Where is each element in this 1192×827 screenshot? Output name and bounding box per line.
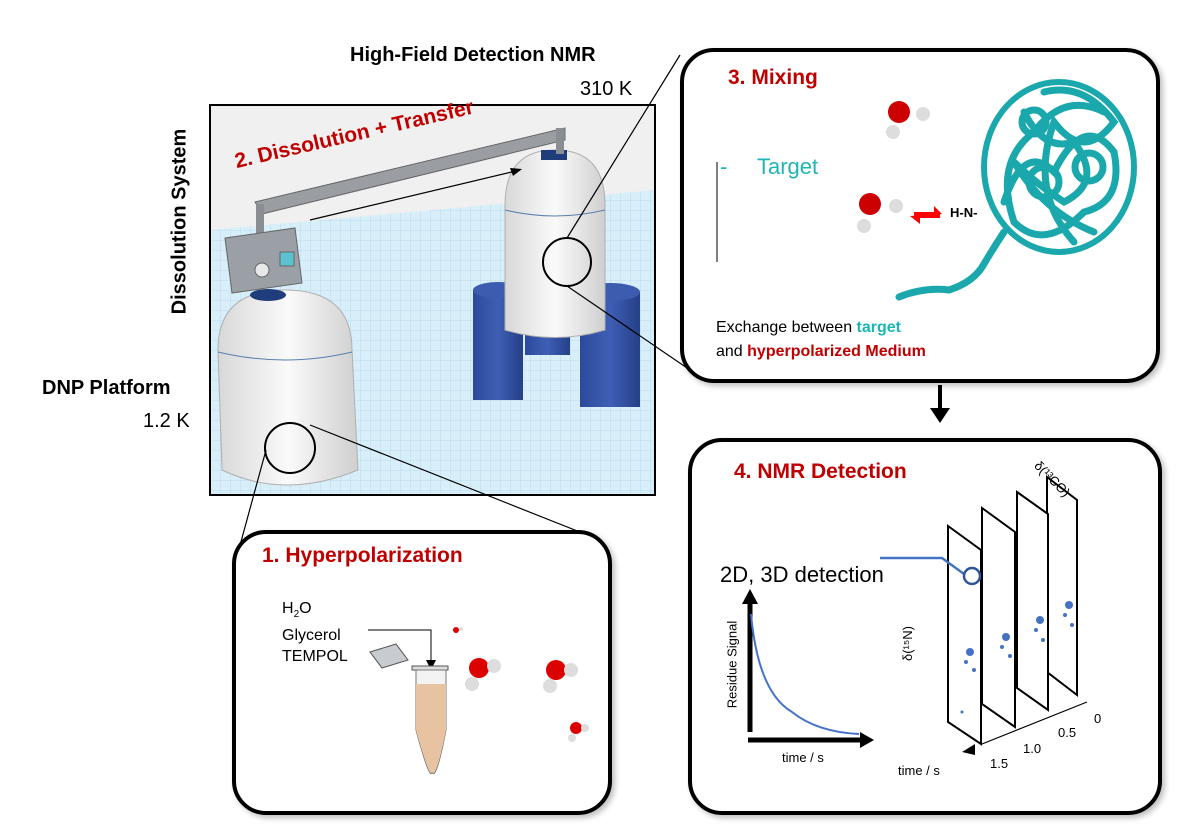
panel-title: 4. NMR Detection bbox=[734, 460, 907, 483]
zoom-line bbox=[566, 54, 681, 239]
y-axis-label: Residue Signal bbox=[724, 620, 740, 709]
nmr-magnet bbox=[473, 149, 640, 407]
transfer-line bbox=[254, 127, 566, 234]
callout-line bbox=[880, 556, 965, 576]
nmr-detection-illustration bbox=[742, 474, 1088, 755]
caption-target: target bbox=[856, 319, 901, 336]
water-molecule-icon bbox=[857, 193, 903, 233]
sample-tube-illustration bbox=[368, 627, 589, 775]
spectrum-plane bbox=[1016, 490, 1049, 712]
water-molecule-icon bbox=[568, 722, 589, 742]
dnp-title: DNP Platform bbox=[42, 377, 171, 399]
panel-title: 3. Mixing bbox=[728, 66, 818, 89]
panel-nmr-detection: 4. NMR Detection bbox=[688, 438, 1162, 815]
water-molecule-icon bbox=[465, 658, 501, 691]
exchange-arrows-icon bbox=[910, 206, 942, 224]
panel-title: 1. Hyperpolarization bbox=[262, 544, 463, 567]
tube-cap bbox=[369, 643, 409, 669]
time-tick: 0 bbox=[1094, 711, 1102, 726]
legend-dash: - bbox=[720, 154, 728, 179]
x-axis-label: time / s bbox=[782, 750, 824, 765]
legend-target: Target bbox=[757, 154, 819, 179]
caption-medium: hyperpolarized Medium bbox=[747, 343, 926, 360]
water-molecule-icon bbox=[543, 660, 578, 693]
decay-curve bbox=[750, 613, 860, 735]
zoom-line bbox=[309, 424, 601, 541]
glycerol-label: Glycerol bbox=[282, 627, 341, 645]
h2o-sub: 2 bbox=[293, 609, 300, 621]
spectra-stack bbox=[947, 474, 1078, 746]
time-tick: 0.5 bbox=[1058, 725, 1077, 740]
peak-callout-circle bbox=[962, 566, 982, 586]
spectrum-plane bbox=[981, 506, 1016, 729]
dnp-polarizer bbox=[217, 227, 359, 486]
h2o-o: O bbox=[299, 600, 312, 617]
water-molecule-icon bbox=[886, 101, 930, 139]
sample-composition: H2O Glycerol TEMPOL bbox=[282, 598, 348, 667]
mixing-caption: Exchange between target and hyperpolariz… bbox=[716, 316, 926, 364]
spectrum-plane bbox=[947, 524, 982, 746]
tempol-label: TEMPOL bbox=[282, 648, 348, 666]
hn-group-label: H-N- bbox=[950, 205, 978, 220]
protein-structure bbox=[895, 79, 1137, 301]
panel-hyperpolarization: 1. Hyperpolarization H2O Glycerol TEMPOL bbox=[232, 530, 612, 815]
zoom-line bbox=[566, 285, 691, 371]
caption-text: and bbox=[716, 343, 748, 360]
hyperpolarization-zoom-circle bbox=[264, 422, 316, 474]
sample-liquid bbox=[416, 684, 446, 774]
dissolution-system-label: Dissolution System bbox=[168, 128, 191, 315]
dnp-temperature: 1.2 K bbox=[143, 410, 190, 432]
spectrum-peaks bbox=[960, 601, 1074, 714]
time-tick: 1.5 bbox=[990, 756, 1009, 771]
high-field-temperature: 310 K bbox=[580, 78, 633, 100]
scene-frame bbox=[209, 104, 656, 496]
time-axis bbox=[981, 701, 1088, 745]
caption-text: Exchange between bbox=[716, 319, 857, 336]
water-molecule-icon bbox=[453, 627, 463, 633]
spectrum-plane bbox=[1046, 474, 1078, 698]
time-tick: 1.0 bbox=[1023, 741, 1042, 756]
high-field-title: High-Field Detection NMR bbox=[350, 44, 596, 66]
panel-mixing: 3. Mixing - Target H-N- Exchange between… bbox=[680, 48, 1160, 383]
h2o-h: H bbox=[282, 600, 294, 617]
n15-axis-label: δ(¹⁵N) bbox=[900, 625, 916, 662]
time-axis-label: time / s bbox=[898, 763, 940, 778]
mixing-illustration bbox=[716, 79, 1137, 301]
detection-label: 2D, 3D detection bbox=[720, 562, 884, 587]
